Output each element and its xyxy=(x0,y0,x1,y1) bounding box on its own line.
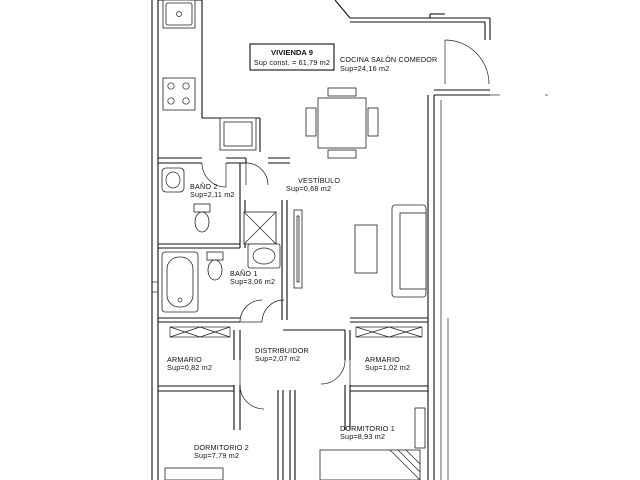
room-area-bath-2: Sup=2,11 m2 xyxy=(190,190,235,199)
doors xyxy=(201,39,490,410)
room-name-bath-1: BAÑO 1 xyxy=(230,269,258,278)
misc-marks xyxy=(152,94,548,293)
room-area-kitchen-living: Sup=24,16 m2 xyxy=(340,64,389,73)
room-area-vestibule: Sup=0,68 m2 xyxy=(286,184,331,193)
room-labels: COCINA SALÓN COMEDOR Sup=24,16 m2 VESTÍB… xyxy=(167,55,437,460)
bath-2-fixtures xyxy=(161,167,277,245)
room-name-closet-left: ARMARIO xyxy=(167,355,202,364)
closets xyxy=(169,326,423,338)
room-area-bedroom-2: Sup=7,79 m2 xyxy=(194,451,239,460)
dining-set xyxy=(305,87,379,159)
kitchen-fixtures xyxy=(162,0,257,151)
bath-1-fixtures xyxy=(161,243,281,313)
walls xyxy=(151,0,491,480)
title-box xyxy=(249,43,335,71)
unit-title: VIVIENDA 9 xyxy=(271,48,313,57)
unit-title-block: VIVIENDA 9 Sup const. = 61,79 m2 xyxy=(249,43,335,71)
bedroom-furniture xyxy=(164,407,426,480)
room-area-hallway: Sup=2,07 m2 xyxy=(255,354,300,363)
living-furniture xyxy=(293,204,427,298)
room-name-bedroom-1: DORMITORIO 1 xyxy=(340,424,395,433)
room-area-bedroom-1: Sup=8,93 m2 xyxy=(340,432,385,441)
room-area-bath-1: Sup=3,06 m2 xyxy=(230,277,275,286)
room-name-kitchen-living: COCINA SALÓN COMEDOR xyxy=(340,55,437,64)
unit-area: Sup const. = 61,79 m2 xyxy=(254,58,330,67)
room-name-bedroom-2: DORMITORIO 2 xyxy=(194,443,249,452)
room-name-vestibule: VESTÍBULO xyxy=(298,176,340,185)
room-area-closet-right: Sup=1,02 m2 xyxy=(365,363,410,372)
room-area-closet-left: Sup=0,82 m2 xyxy=(167,363,212,372)
room-name-closet-right: ARMARIO xyxy=(365,355,400,364)
room-name-bath-2: BAÑO 2 xyxy=(190,182,218,191)
room-name-hallway: DISTRIBUIDOR xyxy=(255,346,309,355)
